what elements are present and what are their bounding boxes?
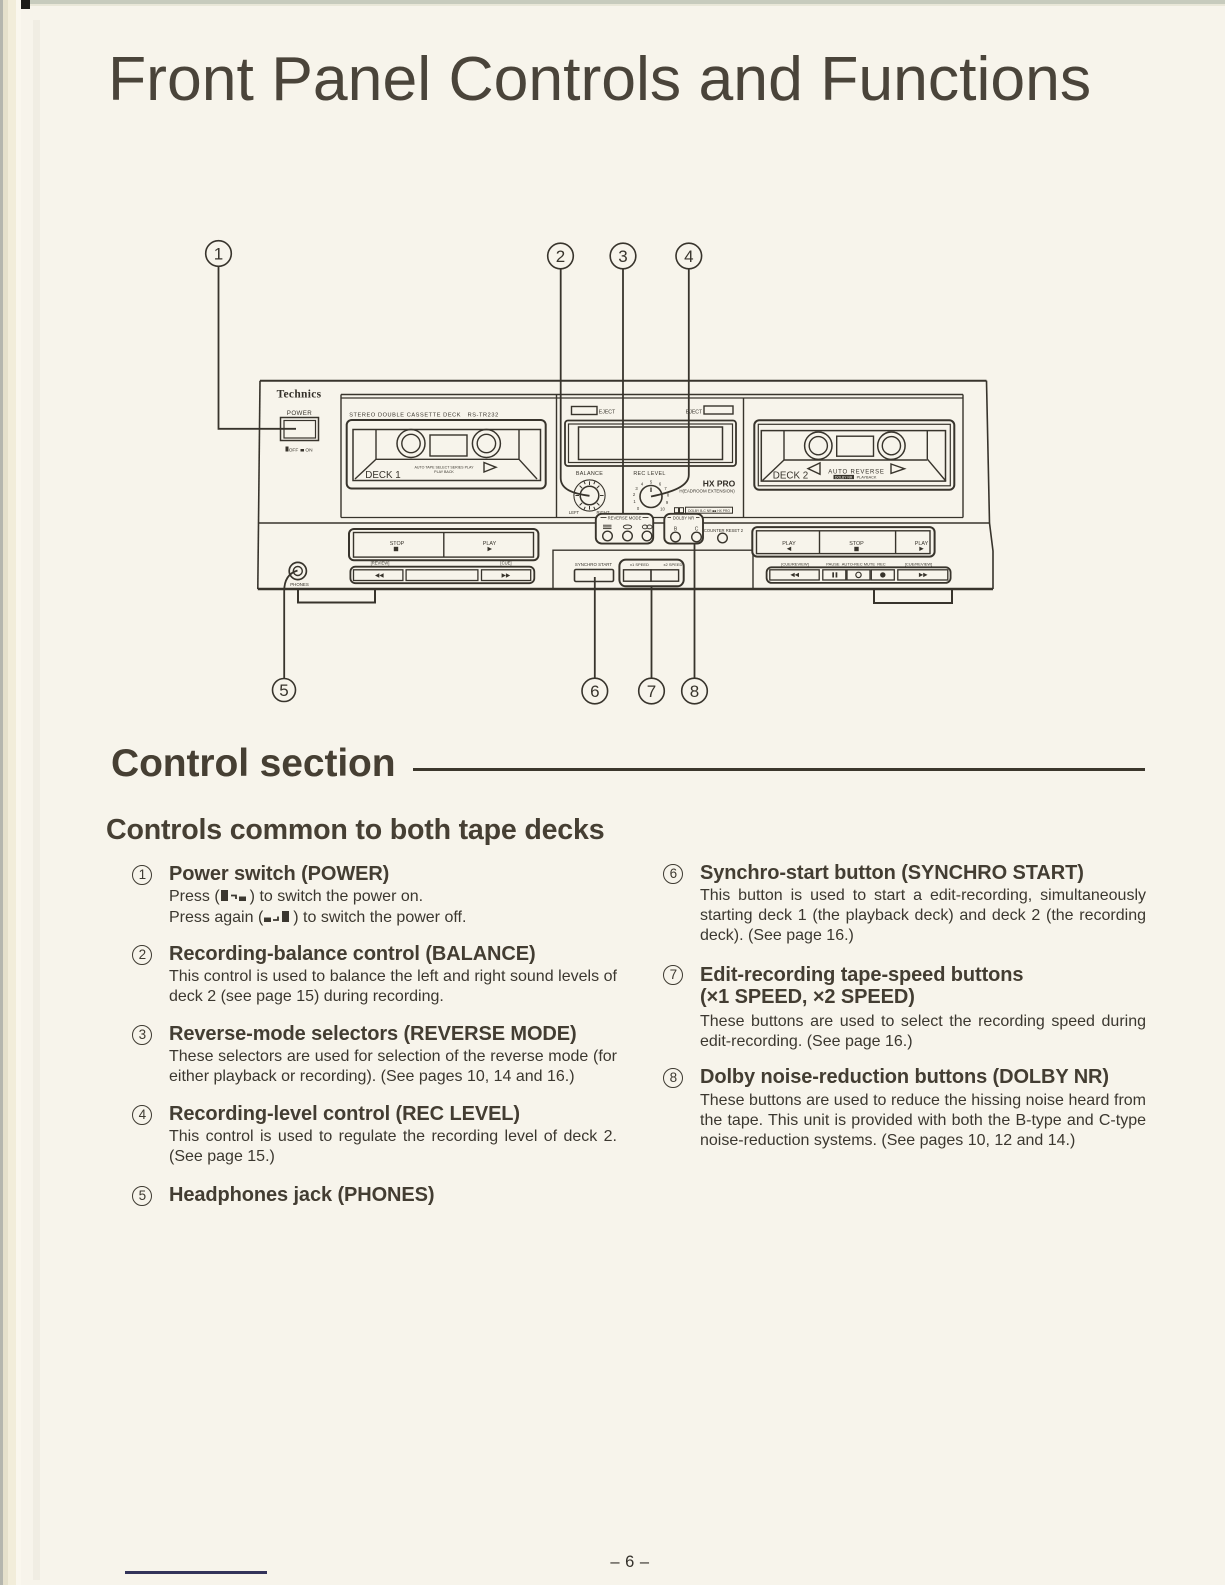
svg-text:LEFT: LEFT (569, 510, 580, 515)
svg-text:9: 9 (666, 500, 669, 505)
svg-text:4: 4 (641, 482, 644, 487)
svg-text:5: 5 (279, 681, 288, 700)
svg-text:4: 4 (684, 247, 693, 266)
svg-text:DOLBY NR: DOLBY NR (835, 475, 853, 479)
svg-text:PLAY: PLAY (915, 541, 929, 547)
svg-text:B: B (674, 527, 678, 533)
svg-text:3: 3 (618, 247, 627, 266)
svg-text:DECK 2: DECK 2 (773, 471, 808, 482)
svg-text:6: 6 (659, 482, 662, 487)
svg-text:2: 2 (633, 492, 636, 497)
svg-text:STEREO DOUBLE CASSETTE DECK: STEREO DOUBLE CASSETTE DECK RS-TR232 (349, 413, 499, 419)
svg-text:3: 3 (635, 486, 638, 491)
svg-text:H(EADROOM EXTENSION): H(EADROOM EXTENSION) (679, 488, 735, 493)
svg-text:OFF: OFF (289, 448, 299, 454)
svg-text:AUTO TAPE SELECT SERIES PLAY: AUTO TAPE SELECT SERIES PLAY (415, 466, 475, 470)
svg-text:Technics: Technics (277, 389, 322, 401)
svg-text:SYNCHRO START: SYNCHRO START (575, 562, 612, 567)
svg-text:[CUE]: [CUE] (500, 561, 511, 566)
svg-text:EJECT: EJECT (599, 409, 616, 415)
svg-text:PHONES: PHONES (290, 582, 309, 587)
svg-text:6: 6 (590, 682, 599, 701)
svg-text:PAUSE AUTO-REC MUTE REC: PAUSE AUTO-REC MUTE REC (826, 562, 886, 567)
svg-text:10: 10 (660, 507, 665, 512)
svg-text:0: 0 (637, 506, 640, 511)
svg-text:HX PRO: HX PRO (703, 479, 736, 489)
svg-text:7: 7 (647, 682, 656, 701)
svg-text:1: 1 (633, 499, 636, 504)
svg-text:[CUE/REVIEW]: [CUE/REVIEW] (781, 562, 809, 567)
svg-text:EJECT: EJECT (686, 409, 703, 415)
svg-text:x2 SPEED: x2 SPEED (664, 562, 683, 567)
svg-text:DOLBY NR: DOLBY NR (673, 515, 694, 520)
svg-text:DECK 1: DECK 1 (365, 470, 400, 481)
svg-text:x1 SPEED: x1 SPEED (630, 562, 649, 567)
svg-text:POWER: POWER (287, 410, 313, 417)
svg-text:RIGHT: RIGHT (596, 510, 609, 515)
svg-text:PLAY BACK: PLAY BACK (434, 470, 454, 474)
svg-text:5: 5 (650, 480, 653, 485)
svg-text:PLAY: PLAY (782, 541, 796, 547)
svg-text:STOP: STOP (390, 541, 405, 547)
svg-text:7: 7 (664, 486, 667, 491)
svg-text:DOLBY B-C NR ■■ HX PRO: DOLBY B-C NR ■■ HX PRO (688, 509, 730, 513)
svg-text:AUTO REVERSE: AUTO REVERSE (828, 470, 885, 476)
svg-text:REC LEVEL: REC LEVEL (633, 471, 665, 477)
svg-text:1: 1 (214, 245, 223, 264)
svg-text:[CUE/REVIEW]: [CUE/REVIEW] (905, 562, 933, 567)
svg-text:2: 2 (556, 247, 565, 266)
svg-text:PLAY: PLAY (483, 541, 497, 547)
svg-text:BALANCE: BALANCE (576, 471, 603, 477)
svg-text:PLAYBACK: PLAYBACK (857, 476, 877, 480)
svg-text:COUNTER RESET 2: COUNTER RESET 2 (704, 528, 744, 533)
svg-text:8: 8 (667, 493, 670, 498)
svg-text:ON: ON (305, 448, 313, 454)
svg-text:8: 8 (690, 682, 699, 701)
svg-text:C: C (695, 527, 699, 533)
svg-text:REVERSE MODE: REVERSE MODE (608, 515, 642, 520)
svg-text:[REVIEW]: [REVIEW] (371, 561, 390, 566)
svg-text:STOP: STOP (849, 541, 864, 547)
